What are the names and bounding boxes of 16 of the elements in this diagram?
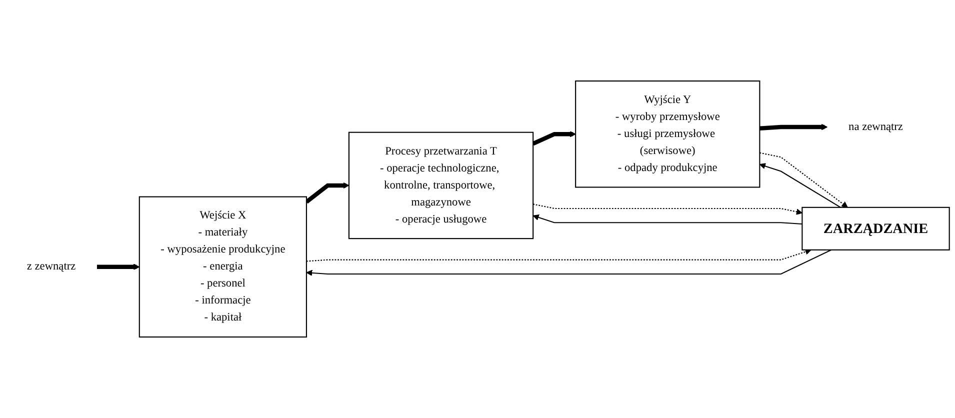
- node-box: Procesy przetwarzania T - operacje technologiczne, kontrolne, transportowe, magazynowe - operacje usługowe: [348, 132, 534, 240]
- node-text: na zewnątrz: [848, 120, 903, 133]
- arrow: [760, 124, 828, 130]
- node-box: ZARZĄDZANIE: [802, 206, 950, 250]
- arrow: [759, 163, 841, 208]
- node-text: z zewnątrz: [26, 260, 76, 273]
- arrow: [760, 152, 848, 208]
- arrow: [306, 248, 812, 262]
- node-box: Wyjście Y - wyroby przemysłowe - usługi przemysłowe (serwisowe) - odpady produkcyjne: [575, 80, 760, 188]
- arrow: [305, 182, 350, 204]
- arrow: [306, 249, 832, 276]
- arrow: [532, 131, 576, 146]
- node-box: Wejście X - materiały - wyposażenie produkcyjne - energia - personel - informacje - kapitał: [138, 196, 307, 338]
- arrow: [532, 204, 802, 215]
- arrow: [96, 264, 140, 270]
- arrow: [532, 214, 802, 224]
